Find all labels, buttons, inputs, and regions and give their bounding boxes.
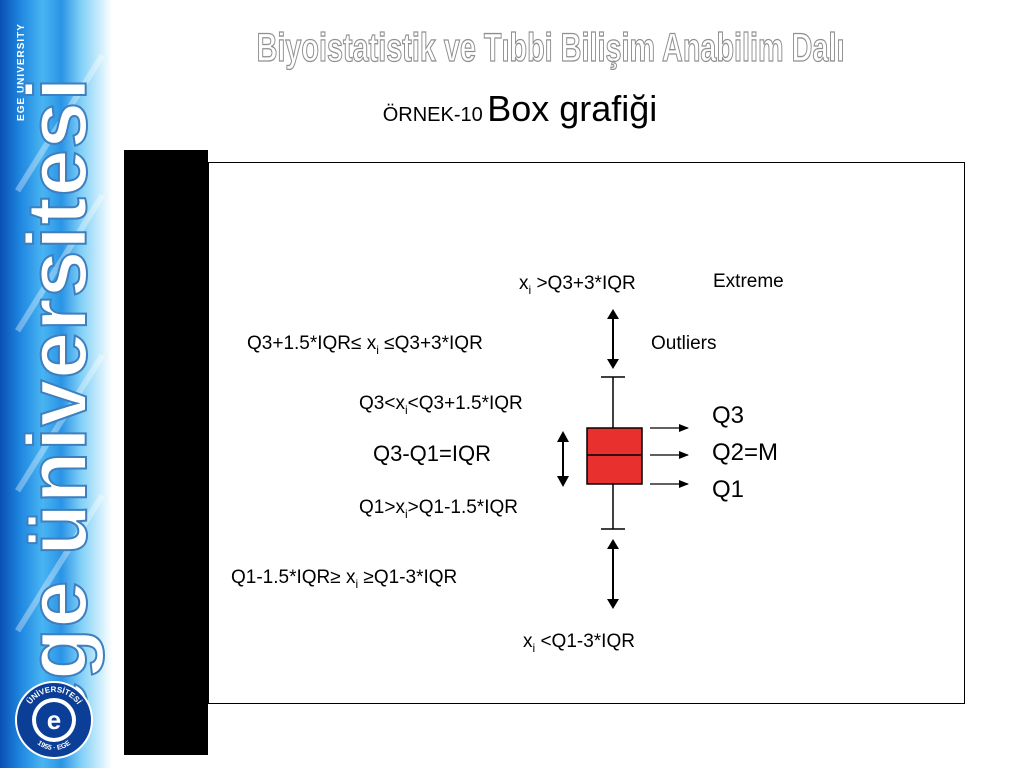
banner-university-name: ege üniversitesi (9, 76, 105, 729)
label-q3: Q3 (712, 402, 744, 429)
label-outliers-lower: Q1-1.5*IQR≥ xi ≥Q1-3*IQR (231, 567, 457, 591)
label-outliers: Outliers (651, 333, 716, 354)
slide-title: ÖRNEK-10 Box grafiği (250, 88, 790, 130)
label-q1: Q1 (712, 476, 744, 503)
label-extreme-upper: xi >Q3+3*IQR (519, 273, 636, 297)
title-main: Box grafiği (487, 88, 658, 129)
black-panel-right (166, 150, 208, 755)
label-iqr: Q3-Q1=IQR (373, 441, 491, 466)
box-plot-diagram: xi >Q3+3*IQR Extreme Q3+1.5*IQR≤ xi ≤Q3+… (208, 162, 965, 704)
department-name: Biyoistatistik ve Tıbbi Bilişim Anabilim… (256, 25, 845, 70)
black-panel-left (124, 150, 166, 755)
seal-letter: e (47, 705, 61, 735)
university-banner: EGE UNIVERSITY ege üniversitesi e ÜNİVER… (0, 0, 112, 768)
label-between-upper: Q3<xi<Q3+1.5*IQR (359, 393, 523, 417)
title-prefix: ÖRNEK-10 (382, 104, 483, 126)
label-outliers-upper: Q3+1.5*IQR≤ xi ≤Q3+3*IQR (247, 333, 483, 357)
label-extreme: Extreme (713, 271, 784, 292)
university-seal-icon: e ÜNİVERSİTESİ 1955 · EGE (15, 681, 93, 759)
label-between-lower: Q1>xi>Q1-1.5*IQR (359, 497, 518, 521)
label-extreme-lower: xi <Q1-3*IQR (523, 631, 635, 655)
label-q2: Q2=M (712, 439, 778, 466)
box-iqr (586, 427, 643, 485)
